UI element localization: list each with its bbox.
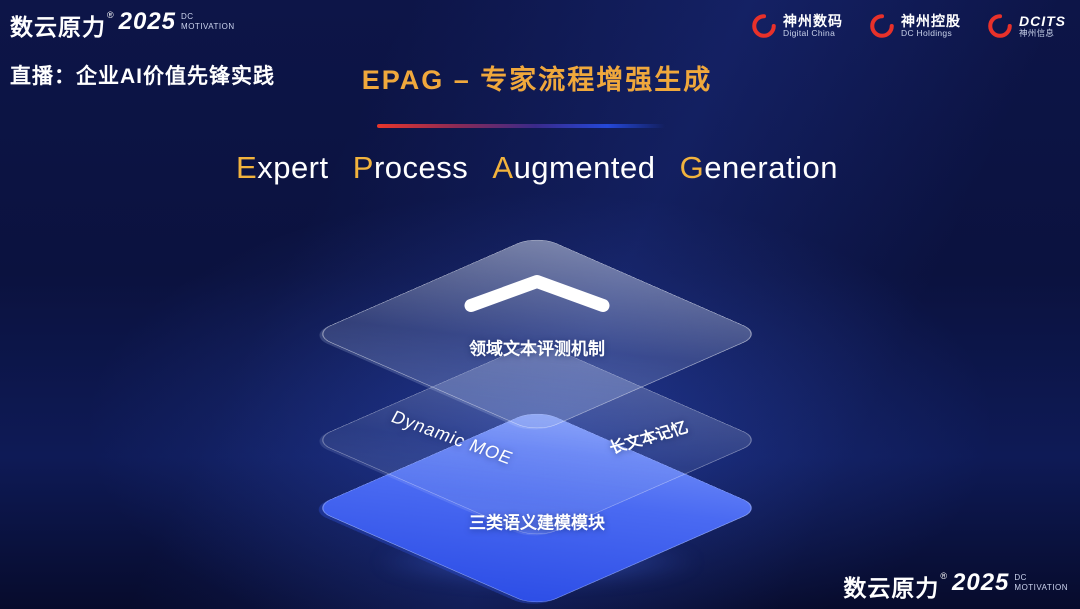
gold-initial: E	[236, 150, 258, 185]
brand-logo-bottom-right: 数云原力 ® 2025 DC MOTIVATION	[843, 569, 1068, 603]
registered-mark: ®	[107, 10, 114, 20]
logo-digital-china: 神州数码 Digital China	[751, 13, 843, 39]
brand-name: 数云原力	[843, 575, 940, 601]
brand-sub-line1: DC	[181, 12, 194, 21]
english-title: Expert Process Augmented Generation	[236, 150, 838, 185]
live-stream-label: 直播：企业AI价值先锋实践	[10, 65, 275, 88]
gradient-divider	[377, 124, 665, 128]
brand-sub-line2: MOTIVATION	[1014, 583, 1068, 592]
gold-initial: P	[352, 150, 374, 185]
chevron-up-icon	[457, 270, 617, 323]
brand-year: 2025	[952, 569, 1010, 596]
digital-china-swoosh-icon	[751, 13, 777, 39]
brand-logo-top-left: 数云原力 ® 2025 DC MOTIVATION	[10, 8, 235, 42]
layer-top-label: 领域文本评测机制	[469, 339, 605, 359]
brand-sub-line1: DC	[1014, 573, 1027, 582]
brand-sub-line2: MOTIVATION	[181, 22, 235, 31]
brand-name: 数云原力	[10, 14, 106, 40]
logo-name: 神州控股	[901, 13, 961, 30]
registered-mark: ®	[940, 571, 948, 581]
logo-dc-holdings: 神州控股 DC Holdings	[869, 13, 961, 39]
partner-logos: 神州数码 Digital China 神州控股 DC Holdings DCIT…	[751, 13, 1066, 39]
gold-initial: G	[679, 150, 705, 185]
dc-holdings-swoosh-icon	[869, 13, 895, 39]
layer-bottom-label: 三类语义建模模块	[469, 513, 605, 533]
logo-name: DCITS	[1019, 13, 1066, 30]
logo-name: 神州数码	[783, 13, 843, 30]
brand-year: 2025	[118, 8, 177, 35]
dcits-swoosh-icon	[987, 13, 1013, 39]
logo-dcits: DCITS 神州信息	[987, 13, 1066, 39]
logo-subtitle: Digital China	[783, 28, 836, 39]
page-title: EPAG – 专家流程增强生成	[361, 65, 713, 95]
logo-subtitle: 神州信息	[1019, 28, 1055, 39]
logo-subtitle: DC Holdings	[901, 28, 953, 39]
brand-subtitle: DC MOTIVATION	[1014, 573, 1068, 593]
brand-subtitle: DC MOTIVATION	[181, 12, 235, 32]
gold-initial: A	[492, 150, 514, 185]
